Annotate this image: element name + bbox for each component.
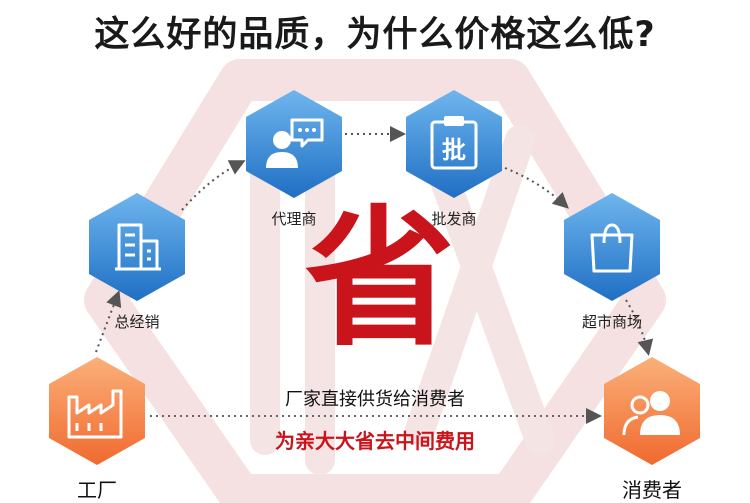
wholesaler-node: 批	[406, 90, 502, 198]
distributor-node	[89, 193, 185, 301]
factory-label: 工厂	[77, 478, 117, 502]
consumer-label: 消费者	[622, 478, 682, 502]
agent-chat-icon	[266, 118, 324, 168]
wholesaler-label: 批发商	[431, 210, 477, 228]
distributor-label: 总经销	[114, 313, 160, 331]
consumer-node	[604, 357, 700, 465]
factory-node	[49, 357, 145, 465]
supermarket-node	[564, 193, 660, 301]
building-icon	[115, 223, 161, 271]
agent-label: 代理商	[271, 210, 317, 228]
supermarket-label: 超市商场	[581, 313, 642, 331]
shopping-bag-icon	[590, 223, 634, 273]
savings-slogan: 为亲大大省去中间费用	[275, 429, 475, 453]
agent-node	[246, 90, 342, 198]
wholesale-glyph: 批	[442, 136, 466, 164]
wholesale-badge-icon: 批	[430, 116, 478, 170]
people-icon	[622, 391, 680, 436]
page-title: 这么好的品质，为什么价格这么低?	[94, 15, 656, 55]
connector-wholesaler-supermarket	[504, 167, 569, 209]
connector-distributor-agent	[181, 160, 246, 211]
save-character: 省	[304, 193, 455, 367]
factory-icon	[67, 389, 123, 439]
direct-supply-text: 厂家直接供货给消费者	[285, 389, 465, 410]
